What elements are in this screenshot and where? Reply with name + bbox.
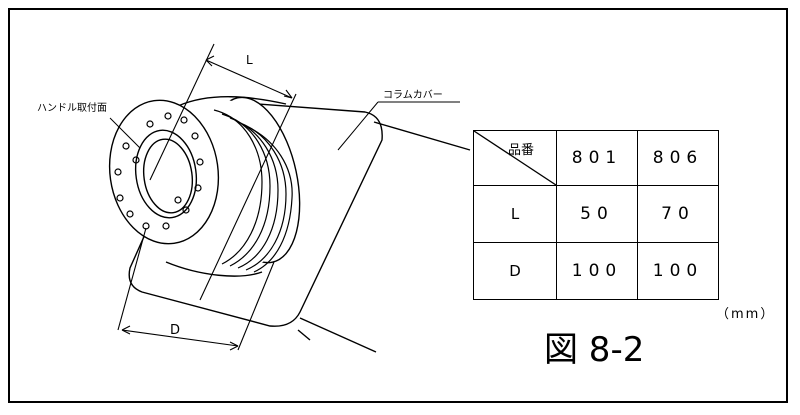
- column-tube-top: [373, 121, 471, 151]
- mount-flange-inner: [134, 129, 198, 219]
- dim-D-label: D: [170, 323, 181, 338]
- figure-caption: 図 8-2: [544, 330, 645, 370]
- unit-label: （mm）: [716, 307, 776, 322]
- dim-L-label: L: [246, 53, 253, 67]
- table-row: D 100 100: [473, 242, 719, 300]
- table-cell: 100: [637, 242, 719, 300]
- table-cell: 70: [637, 185, 719, 243]
- model-cell: 801: [556, 130, 638, 186]
- model-cell: 806: [637, 130, 719, 186]
- column-leader: [337, 101, 460, 151]
- dim-L-lines: [149, 43, 297, 301]
- mount-leader: [109, 117, 141, 149]
- row-label: L: [473, 185, 557, 243]
- column-cover-label: コラムカバー: [383, 90, 443, 101]
- boss-ribs: [213, 109, 293, 273]
- column-tube-end: [297, 329, 311, 341]
- boss-top-edge: [177, 96, 287, 107]
- column-tube-bottom: [299, 317, 377, 353]
- table-header-row: 品番 801 806: [473, 130, 719, 186]
- mount-surface-label: ハンドル取付面: [37, 103, 107, 114]
- mount-flange-bore: [142, 138, 194, 214]
- table-cell: 100: [556, 242, 638, 300]
- part-number-header: 品番: [508, 143, 535, 158]
- corner-diagonal: [474, 131, 556, 185]
- row-label: D: [473, 242, 557, 300]
- bolt-holes: [114, 112, 204, 230]
- figure-frame: [8, 8, 788, 403]
- table-row: L 50 70: [473, 185, 719, 243]
- table-corner-cell: 品番: [473, 130, 557, 186]
- spec-table: 品番 801 806 L 50 70 D 100 100: [473, 130, 719, 300]
- dim-D-lines: [117, 227, 275, 351]
- table-cell: 50: [556, 185, 638, 243]
- boss-bottom-edge: [165, 261, 263, 277]
